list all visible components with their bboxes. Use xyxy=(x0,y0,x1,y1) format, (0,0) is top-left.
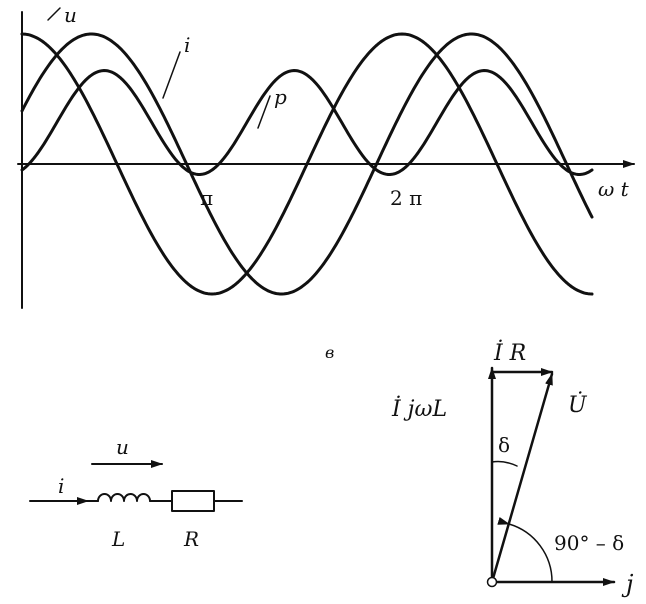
i-curve-label: i xyxy=(184,33,190,57)
current-label: i xyxy=(58,474,64,498)
x-tick-pi: π xyxy=(200,186,213,210)
x-axis-label: ω t xyxy=(598,177,630,201)
p-label-leader xyxy=(257,95,271,129)
resistor-label: R xyxy=(183,527,199,551)
x-tick-2pi: 2 π xyxy=(390,186,422,210)
u-phasor-label: U̇ xyxy=(568,392,588,418)
resistor xyxy=(171,490,215,512)
panel-label: в xyxy=(325,343,334,362)
ijwl-label: İ jωL xyxy=(391,395,447,422)
u-label-leader xyxy=(47,7,61,21)
delta-label: δ xyxy=(498,433,510,457)
voltage-label: u xyxy=(116,435,129,459)
angle-label: 90° – δ xyxy=(554,531,624,555)
power-curve-p xyxy=(20,69,594,176)
phasor-origin xyxy=(486,576,498,588)
angle-arc xyxy=(497,517,553,583)
inductor-coil xyxy=(97,493,151,502)
inductor-label: L xyxy=(111,527,125,551)
j-axis-label: j xyxy=(621,570,634,598)
p-curve-label: p xyxy=(274,85,287,109)
phasor-diagram: İ R İ jωL U̇ δ 90° – δ j xyxy=(391,339,634,598)
u-curve-label: u xyxy=(64,3,77,27)
phasor-u xyxy=(490,372,554,584)
ir-label: İ R xyxy=(493,339,526,366)
waveform-plot: u i p π 2 π ω t xyxy=(17,3,635,309)
circuit-schematic: u i L R xyxy=(29,435,243,551)
i-label-leader xyxy=(162,51,181,99)
voltage-curve-u xyxy=(20,32,594,296)
current-curve-i xyxy=(20,32,594,296)
delta-arc xyxy=(491,460,518,467)
